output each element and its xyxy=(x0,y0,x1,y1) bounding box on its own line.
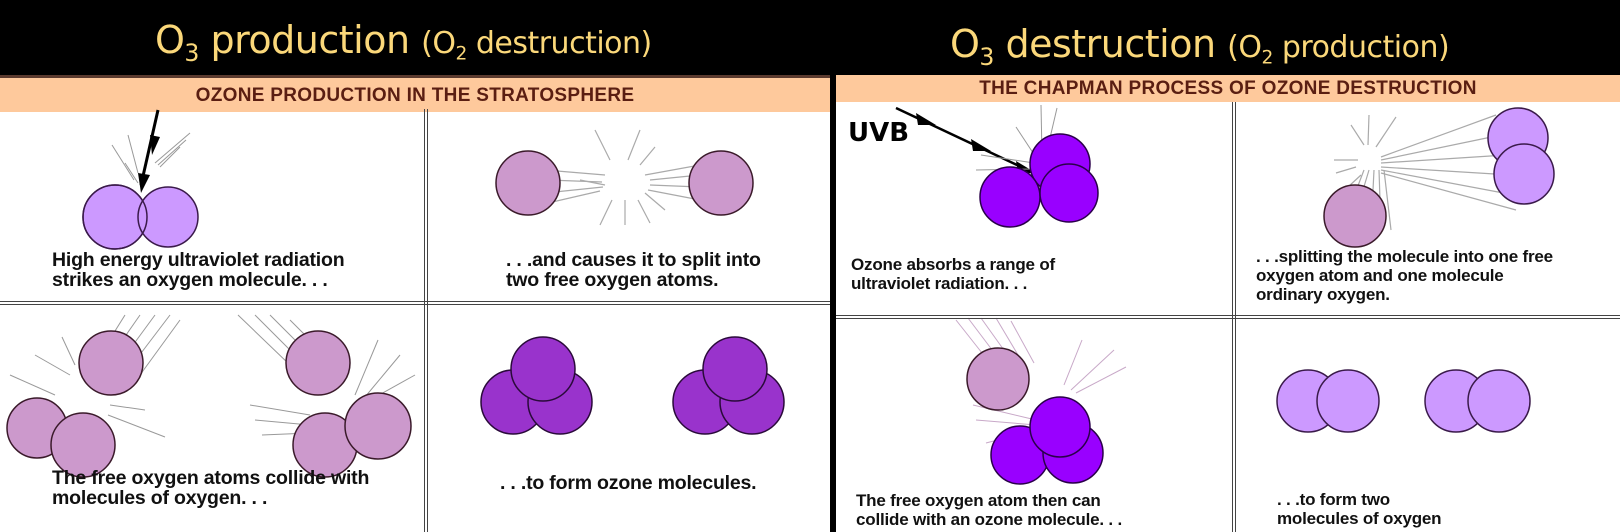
uv-arrow-icon xyxy=(138,109,160,193)
title-text: production xyxy=(198,18,422,62)
panel-header: OZONE PRODUCTION IN THE STRATOSPHERE xyxy=(0,75,830,112)
title-paren: (O xyxy=(421,26,456,61)
burst-lines xyxy=(544,129,701,226)
ozone-molecule-icon xyxy=(480,336,593,435)
panel-separator xyxy=(830,70,836,532)
caption-line: ordinary oxygen. xyxy=(1256,285,1390,304)
caption-line: . . .to form ozone molecules. xyxy=(500,472,757,494)
o2-molecule-icon xyxy=(1487,107,1555,205)
title-paren: (O xyxy=(1227,30,1262,65)
cell-divider xyxy=(424,109,428,532)
step-caption: High energy ultraviolet radiation strike… xyxy=(52,249,345,291)
uvb-arrow-icon xyxy=(895,106,1036,175)
caption-line: High energy ultraviolet radiation xyxy=(52,249,345,271)
title-subscript: 3 xyxy=(979,43,994,72)
caption-line: ultraviolet radiation. . . xyxy=(851,274,1028,293)
step-caption: . . .to form two molecules of oxygen xyxy=(1277,490,1442,528)
uvb-label: UVB xyxy=(848,118,910,148)
step-caption: The free oxygen atoms collide with molec… xyxy=(52,468,369,508)
o2-molecule-icon xyxy=(1276,369,1380,433)
title-text: O xyxy=(155,18,185,62)
radiation-lines xyxy=(111,132,191,184)
step-caption: The free oxygen atom then can collide wi… xyxy=(856,491,1122,529)
caption-line: . . .to form two xyxy=(1277,490,1390,509)
caption-line: . . .splitting the molecule into one fre… xyxy=(1256,247,1553,266)
destruction-illustrations xyxy=(895,104,1555,485)
free-oxygen-atom-icon xyxy=(1323,184,1387,248)
o2-molecule-icon xyxy=(82,184,199,250)
caption-line: strikes an oxygen molecule. . . xyxy=(52,269,328,291)
production-illustrations xyxy=(6,109,785,478)
title-paren-text: destruction) xyxy=(466,26,652,61)
caption-line: . . .and causes it to split into xyxy=(506,249,761,271)
caption-line: oxygen atom and one molecule xyxy=(1256,266,1504,285)
caption-line: The free oxygen atoms collide with xyxy=(52,467,370,489)
step-caption: . . .and causes it to split into two fre… xyxy=(506,250,761,290)
step-caption: Ozone absorbs a range of ultraviolet rad… xyxy=(851,255,1055,293)
title-subscript: 3 xyxy=(184,39,199,68)
title-text: destruction xyxy=(993,22,1228,66)
ozone-molecule-icon xyxy=(672,336,785,435)
caption-line: The free oxygen atom then can xyxy=(856,491,1101,510)
caption-line: Ozone absorbs a range of xyxy=(851,255,1055,274)
cell-divider xyxy=(1232,102,1236,532)
colliding-atoms-icon xyxy=(6,330,412,478)
ozone-molecule-icon xyxy=(990,396,1104,485)
title-paren-text: production) xyxy=(1272,30,1450,65)
caption-line: molecules of oxygen. . . xyxy=(52,487,268,509)
title-subscript: 2 xyxy=(1261,47,1273,69)
panel-header: THE CHAPMAN PROCESS OF OZONE DESTRUCTION xyxy=(836,75,1620,102)
free-oxygen-atom-icon xyxy=(966,347,1030,411)
free-oxygen-atom-icon xyxy=(495,150,561,216)
cell-divider xyxy=(836,315,1620,319)
title-subscript: 2 xyxy=(455,43,467,65)
ozone-molecule-icon xyxy=(979,133,1099,228)
caption-line: two free oxygen atoms. xyxy=(506,269,719,291)
step-caption: . . .to form ozone molecules. xyxy=(500,472,757,494)
ozone-destruction-diagram: THE CHAPMAN PROCESS OF OZONE DESTRUCTION xyxy=(836,75,1620,532)
o2-molecule-icon xyxy=(1424,369,1531,433)
caption-line: molecules of oxygen xyxy=(1277,509,1442,528)
ozone-production-diagram: OZONE PRODUCTION IN THE STRATOSPHERE xyxy=(0,75,830,532)
cell-divider xyxy=(0,301,830,305)
step-caption: . . .splitting the molecule into one fre… xyxy=(1256,247,1553,304)
title-o3-production: O3 production (O2 destruction) xyxy=(155,18,652,67)
title-o3-destruction: O3 destruction (O2 production) xyxy=(950,22,1450,72)
title-text: O xyxy=(950,22,980,66)
caption-line: collide with an ozone molecule. . . xyxy=(856,510,1122,529)
free-oxygen-atom-icon xyxy=(688,150,754,216)
